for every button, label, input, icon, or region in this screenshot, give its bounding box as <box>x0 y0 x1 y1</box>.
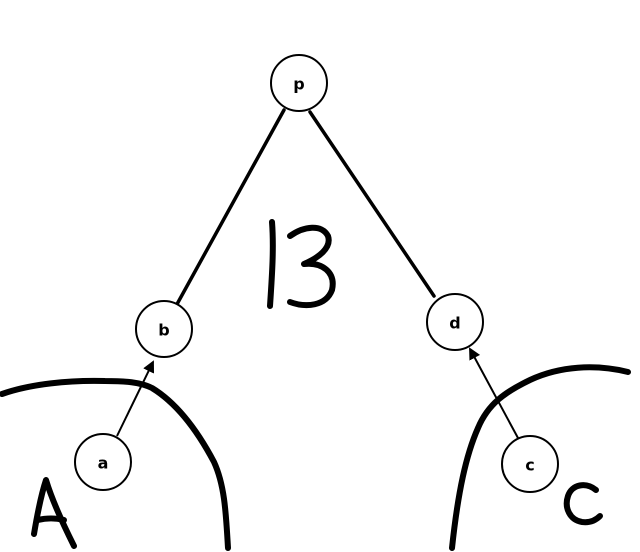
arrow-a-to-b <box>116 360 155 437</box>
node-c: c <box>501 435 559 493</box>
region-label-b: B <box>267 219 336 309</box>
node-b-label: b <box>158 321 169 340</box>
node-c-label: c <box>525 456 534 475</box>
node-d-label: d <box>449 314 460 333</box>
region-label-c: C <box>563 482 603 526</box>
node-p-label: p <box>293 75 304 94</box>
node-d: d <box>426 293 484 351</box>
region-c-boundary <box>449 364 631 551</box>
edge-p-b <box>174 108 286 308</box>
node-a-label: a <box>98 454 109 473</box>
region-a-boundary <box>0 377 231 551</box>
edge-p-d <box>308 110 436 298</box>
node-b: b <box>135 300 193 358</box>
region-label-a: A <box>31 477 77 549</box>
node-a: a <box>74 433 132 491</box>
arrow-c-to-d <box>469 347 519 439</box>
node-p: p <box>270 54 328 112</box>
